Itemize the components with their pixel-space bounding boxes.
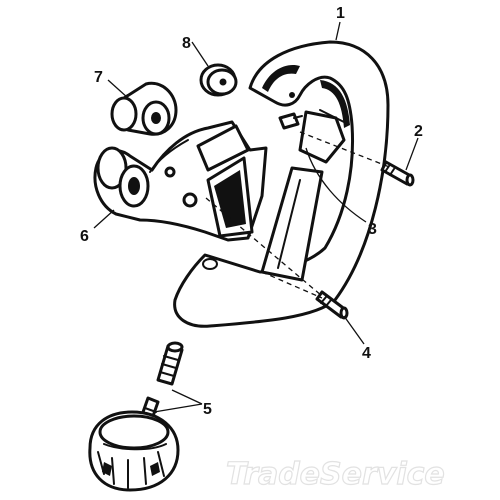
part-5-feed-screw-and-knob xyxy=(88,341,184,492)
part-1-frame xyxy=(173,40,390,328)
callout-4: 4 xyxy=(362,345,371,362)
callout-8: 8 xyxy=(182,35,191,52)
assembly-lines xyxy=(205,131,393,299)
part-8-cutter-wheel xyxy=(199,63,238,97)
part-7-roller xyxy=(110,81,178,136)
part-6-roller-carriage xyxy=(93,120,268,242)
part-4-axle-pin xyxy=(315,290,349,320)
callout-5: 5 xyxy=(203,401,212,418)
callout-1: 1 xyxy=(336,5,345,22)
callout-2: 2 xyxy=(414,123,423,140)
callout-6: 6 xyxy=(80,228,89,245)
watermark: TradeService xyxy=(226,457,445,492)
callout-labels: 1 2 3 4 5 6 7 8 xyxy=(80,5,423,418)
callout-7: 7 xyxy=(94,69,103,86)
part-2-axle-pin xyxy=(380,160,415,187)
leader-lines xyxy=(93,21,419,413)
callout-3: 3 xyxy=(368,221,377,238)
